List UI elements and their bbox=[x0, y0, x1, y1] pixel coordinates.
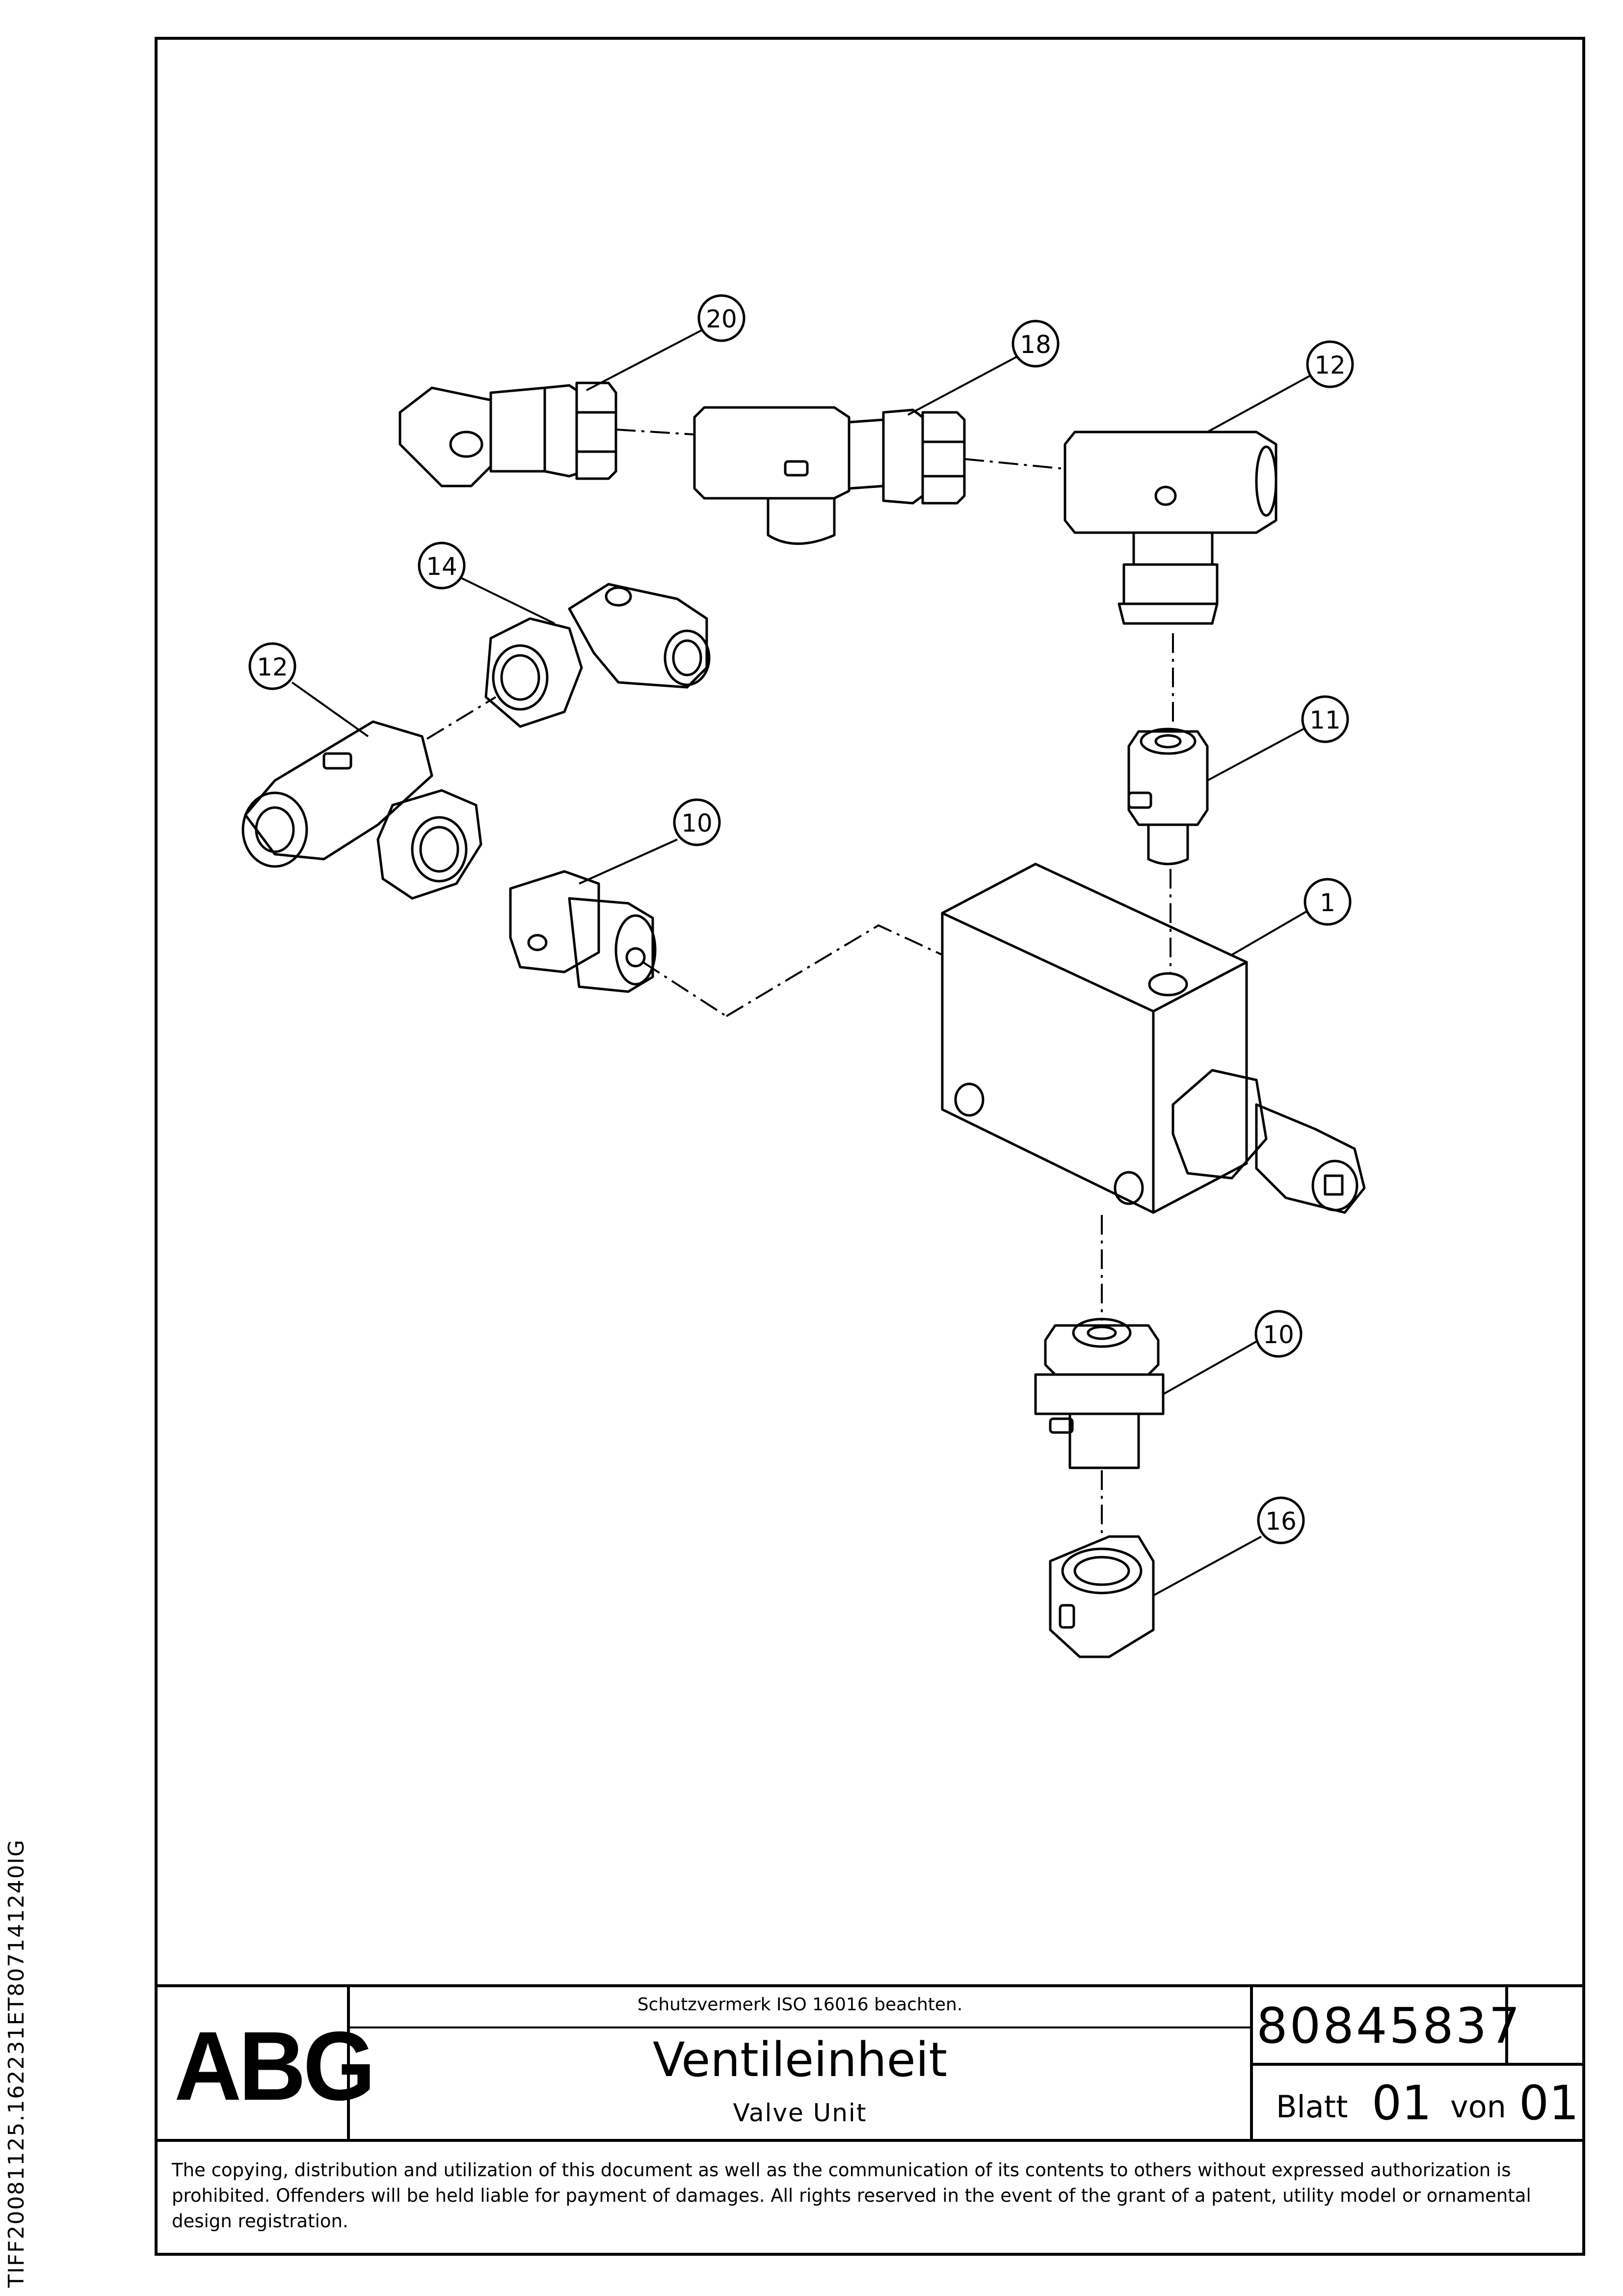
callout-16-circle bbox=[1257, 1496, 1305, 1544]
assembly-centerlines bbox=[426, 429, 1174, 1534]
callout-12a-circle bbox=[1306, 340, 1354, 388]
callout-label: 16 bbox=[1265, 1507, 1297, 1536]
part-16-nut bbox=[1049, 1535, 1155, 1658]
part-10-bottom-connector bbox=[1034, 1318, 1165, 1469]
callout-label: 12 bbox=[1314, 351, 1346, 379]
callout-label: 20 bbox=[706, 305, 737, 333]
title-english: Valve Unit bbox=[733, 2099, 867, 2127]
callout-12b-circle bbox=[248, 642, 296, 690]
callout-circles bbox=[248, 294, 1354, 1544]
part-12-left-tee bbox=[241, 720, 482, 900]
drawing-frame bbox=[155, 37, 1585, 2256]
callout-20-circle bbox=[697, 294, 745, 342]
part-14-elbow-nut bbox=[484, 583, 711, 728]
part-10-left-connector bbox=[509, 870, 657, 993]
callout-label: 1 bbox=[1320, 889, 1335, 917]
callout-10a-circle bbox=[673, 798, 721, 846]
part-20-elbow-fitting bbox=[399, 381, 617, 487]
callout-labels: 20 18 12 14 12 11 10 1 10 16 bbox=[257, 305, 1346, 1536]
document-number: 80845837 bbox=[1256, 1997, 1522, 2054]
title-german: Ventileinheit bbox=[653, 2032, 947, 2087]
sheet-number: 01 bbox=[1372, 2076, 1432, 2131]
sheet-total: 01 bbox=[1519, 2076, 1579, 2131]
callout-1-circle bbox=[1304, 878, 1352, 926]
callout-label: 11 bbox=[1309, 706, 1341, 734]
callout-label: 14 bbox=[426, 552, 457, 581]
part-11-check-valve bbox=[1127, 728, 1209, 865]
part-12-top-tee bbox=[1064, 431, 1277, 625]
callout-14-circle bbox=[418, 541, 466, 590]
callout-11-circle bbox=[1301, 695, 1349, 743]
part-18-tee-fitting bbox=[693, 406, 966, 545]
callout-18-circle bbox=[1011, 320, 1060, 368]
callout-10b-circle bbox=[1254, 1310, 1303, 1358]
protection-note: Schutzvermerk ISO 16016 beachten. bbox=[637, 1995, 963, 2015]
sheet-label: Blatt bbox=[1276, 2089, 1348, 2125]
callout-label: 10 bbox=[681, 809, 713, 837]
callout-label: 12 bbox=[257, 653, 288, 681]
copyright-notice: The copying, distribution and utilizatio… bbox=[172, 2160, 1531, 2232]
part-1-valve-block bbox=[941, 863, 1366, 1214]
callout-label: 18 bbox=[1020, 330, 1051, 359]
title-block-grid bbox=[155, 1984, 1585, 2142]
abg-logo: ABG bbox=[174, 2011, 375, 2121]
callout-label: 10 bbox=[1263, 1321, 1294, 1349]
callout-leaders bbox=[291, 328, 1311, 1596]
of-label: von bbox=[1450, 2089, 1506, 2125]
